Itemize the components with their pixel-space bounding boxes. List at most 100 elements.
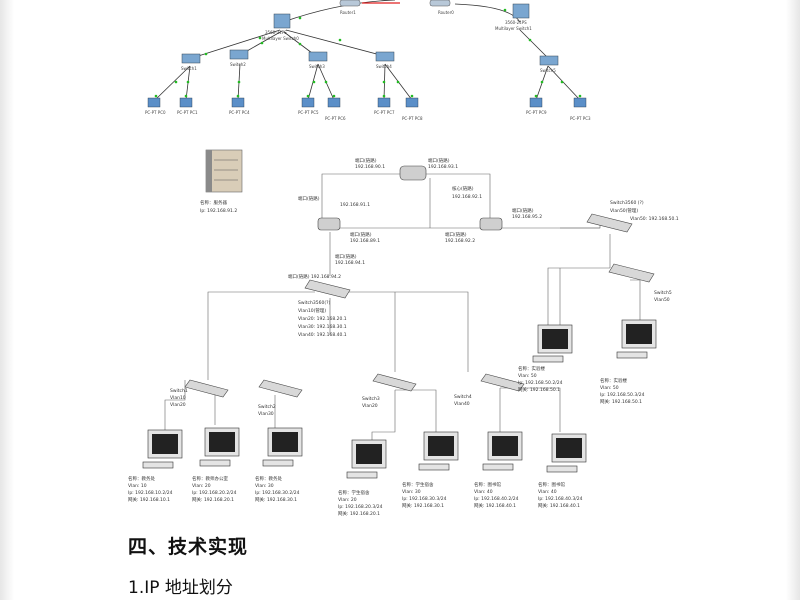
pc-label: Ip: 192.168.30.3/24 — [402, 496, 447, 502]
server-label: Ip: 192.168.91.2 — [200, 208, 237, 214]
access-switch-label: Switch1 — [170, 388, 188, 394]
l3-switch-label: Switch3560 (?) — [610, 200, 644, 206]
switch-label: Multilayer Switch0 — [262, 36, 299, 41]
pc-label: 网关: 192.168.20.1 — [192, 496, 234, 503]
pc-label: Vlan: 30 — [255, 483, 274, 489]
router-icon — [339, 0, 451, 7]
access-switch-label: Vlan50 — [654, 297, 670, 303]
switch-label: Switch1 — [181, 66, 197, 71]
pc-label: PC-PT PC4 — [229, 110, 250, 115]
l3-switch-label: Vlan20: 192.168.20.1 — [298, 316, 347, 322]
pc-icon — [147, 97, 587, 108]
core-router-icon — [399, 165, 427, 181]
l3-switch-label: Vlan30: 192.168.30.1 — [298, 324, 347, 330]
pc-label: 网关: 192.168.50.1 — [518, 386, 560, 393]
access-switch-label: Vlan20 — [170, 402, 186, 408]
pc-label: PC-PT PC9 — [526, 110, 547, 115]
pc-label: 网关: 192.168.10.1 — [128, 496, 170, 503]
server-label: 名称：服务器 — [200, 199, 227, 206]
pc-label: Ip: 192.168.50.2/24 — [518, 380, 563, 386]
link-label: 192.168.94.1 — [335, 260, 365, 266]
pc-label: PC-PT PC8 — [402, 116, 423, 121]
pc-label: Vlan: 40 — [474, 489, 493, 495]
pc-label: PC-PT PC5 — [298, 110, 319, 115]
switch-icon — [181, 49, 559, 66]
section-heading: 四、技术实现 — [128, 536, 249, 558]
pc-label: PC-PT PC0 — [145, 110, 166, 115]
multilayer-switch-icon — [304, 213, 655, 299]
page-edge-right — [786, 0, 800, 600]
multilayer-switch-icon — [273, 3, 530, 29]
link-label: 192.168.90.1 — [355, 164, 385, 170]
page-edge-left — [0, 0, 14, 600]
router-label: Router0 — [438, 10, 454, 15]
pc-label: Ip: 192.168.20.3/24 — [338, 504, 383, 510]
switch-label: Switch2 — [230, 62, 246, 67]
router-label: Router1 — [340, 10, 356, 15]
pc-label: 网关: 192.168.30.1 — [255, 496, 297, 503]
access-switch-label: Vlan30 — [258, 411, 274, 417]
link-label: 端口(链路) — [428, 157, 450, 164]
pc-label: Ip: 192.168.40.3/24 — [538, 496, 583, 502]
pc-label: Ip: 192.168.20.2/24 — [192, 490, 237, 496]
link-label: 192.168.92.1 — [452, 194, 482, 200]
switch-label: Multilayer Switch1 — [495, 26, 532, 31]
access-switch-label: Switch2 — [258, 404, 276, 410]
pc-label: 名称：图书馆 — [474, 481, 501, 488]
pc-label: Ip: 192.168.10.2/24 — [128, 490, 173, 496]
pc-label: PC-PT PC1 — [177, 110, 198, 115]
pc-label: 网关: 192.168.40.1 — [538, 502, 580, 509]
link-label: 端口(链路) — [355, 157, 377, 164]
subsection-heading: 1.IP 地址划分 — [128, 578, 233, 598]
l3-switch-label: Vlan40: 192.168.40.1 — [298, 332, 347, 338]
link-label: 端口(链路) — [335, 253, 357, 260]
pc-label: Vlan: 40 — [538, 489, 557, 495]
pc-label: Ip: 192.168.40.2/24 — [474, 496, 519, 502]
switch-label: Switch5 — [540, 68, 556, 73]
pc-label: Ip: 192.168.30.2/24 — [255, 490, 300, 496]
l3-switch-label: Vlan50: 192.168.50.1 — [630, 216, 679, 222]
switch-label: Switch4 — [376, 64, 392, 69]
pc-label: 名称：学生宿舍 — [402, 481, 434, 488]
link-label: 核心(链路) — [452, 185, 474, 192]
pc-label: Vlan: 50 — [600, 385, 619, 391]
pc-label: PC-PT PC6 — [325, 116, 346, 121]
access-switch-label: Switch3 — [362, 396, 380, 402]
access-switch-label: Switch5 — [654, 290, 672, 296]
access-switch-label: Vlan10 — [170, 395, 186, 401]
l3-switch-label: Vlan10(管理) — [298, 307, 326, 314]
router-icon — [317, 217, 503, 231]
link-label: 端口(链路) — [445, 231, 467, 238]
pc-label: Ip: 192.168.50.3/24 — [600, 392, 645, 398]
pc-label: 网关: 192.168.40.1 — [474, 502, 516, 509]
link-label: 端口(链路) — [298, 195, 320, 202]
switch-label: 3560-24PS — [265, 30, 287, 35]
pc-label: Vlan: 50 — [518, 373, 537, 379]
pc-label: Vlan: 10 — [128, 483, 147, 489]
l3-switch-label: Switch3560(?) — [298, 300, 330, 306]
link-label: 端口(链路) — [512, 207, 534, 214]
pc-label: 名称：图书馆 — [538, 481, 565, 488]
pc-label: 网关: 192.168.30.1 — [402, 502, 444, 509]
pc-label: PC-PT PC3 — [570, 116, 591, 121]
l3-switch-label: Vlan50(管理) — [610, 207, 638, 214]
link-label: 端口(链路) — [350, 231, 372, 238]
access-switch-label: Vlan20 — [362, 403, 378, 409]
pc-label: 名称：实验楼 — [600, 377, 627, 384]
link-label: 192.168.93.1 — [428, 164, 458, 170]
pc-label: 名称：实验楼 — [518, 365, 545, 372]
pc-label: Vlan: 20 — [338, 497, 357, 503]
link-label: 192.168.95.2 — [512, 214, 542, 220]
pc-label: 名称：教务处 — [255, 475, 282, 482]
l3-switch-label: 端口(链路) 192.168.94.2 — [288, 273, 341, 280]
pc-label: 网关: 192.168.20.1 — [338, 510, 380, 517]
switch-label: Switch3 — [309, 64, 325, 69]
pc-label: Vlan: 20 — [192, 483, 211, 489]
access-switch-label: Switch4 — [454, 394, 472, 400]
link-label: 192.168.92.2 — [445, 238, 475, 244]
pc-label: 名称：教务处 — [128, 475, 155, 482]
link-label: 192.168.91.1 — [340, 202, 370, 208]
pc-label: 网关: 192.168.50.1 — [600, 398, 642, 405]
